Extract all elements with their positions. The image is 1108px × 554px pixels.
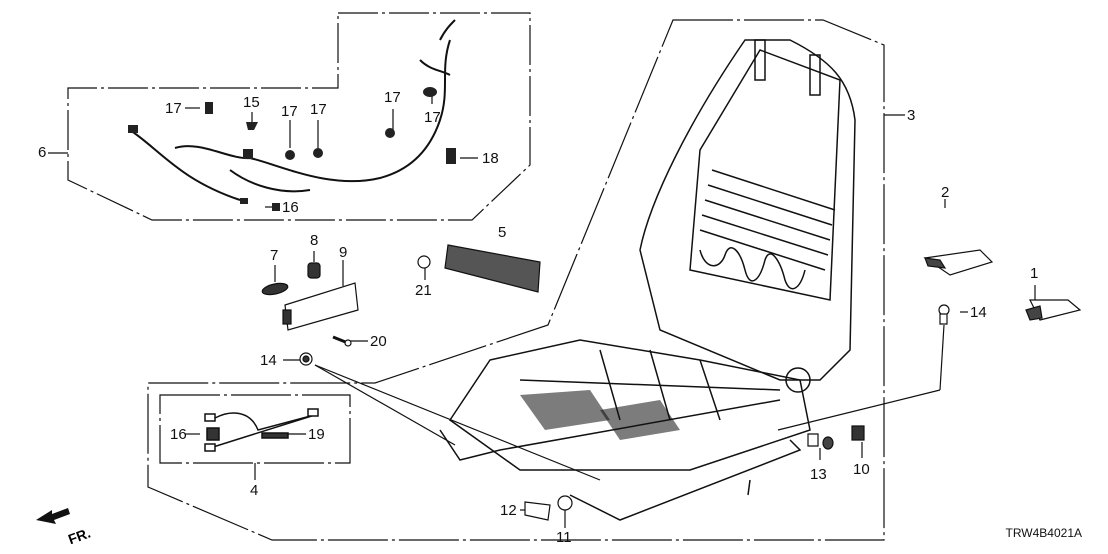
right-parts	[525, 250, 1080, 520]
callout-17-a[interactable]: 17	[165, 100, 182, 117]
callout-11[interactable]: 11	[556, 529, 572, 546]
callout-1[interactable]: 1	[1030, 265, 1039, 282]
callout-10[interactable]: 10	[853, 461, 870, 478]
wire-harness	[130, 20, 455, 200]
callout-17-b[interactable]: 17	[281, 103, 298, 120]
callout-18[interactable]: 18	[482, 150, 499, 167]
group-6-boundary	[68, 13, 530, 220]
callout-17-c[interactable]: 17	[310, 101, 327, 118]
callout-9[interactable]: 9	[339, 244, 348, 261]
callout-16-top[interactable]: 16	[282, 199, 299, 216]
group-3-boundary	[148, 20, 884, 540]
callout-5[interactable]: 5	[498, 224, 507, 241]
callout-6[interactable]: 6	[38, 144, 47, 161]
callout-16-bottom[interactable]: 16	[170, 426, 187, 443]
callout-7[interactable]: 7	[270, 247, 279, 264]
switch-parts	[261, 245, 540, 365]
callout-3[interactable]: 3	[907, 107, 916, 124]
seat-frame	[440, 40, 855, 520]
callout-12[interactable]: 12	[500, 502, 517, 519]
callout-14-left[interactable]: 14	[260, 352, 277, 369]
callout-17-e[interactable]: 17	[424, 109, 441, 126]
callout-20[interactable]: 20	[370, 333, 387, 350]
callout-2[interactable]: 2	[941, 184, 950, 201]
group-4-boundary	[160, 395, 350, 463]
sub-harness	[205, 409, 318, 451]
callout-17-d[interactable]: 17	[384, 89, 401, 106]
harness-clips	[128, 87, 456, 211]
callout-21[interactable]: 21	[415, 282, 432, 299]
callout-19[interactable]: 19	[308, 426, 325, 443]
callout-14-right[interactable]: 14	[970, 304, 987, 321]
front-direction-arrow-icon	[36, 508, 70, 524]
seat-frame-detail	[520, 390, 680, 440]
callout-13[interactable]: 13	[810, 466, 827, 483]
callout-8[interactable]: 8	[310, 232, 319, 249]
callout-4[interactable]: 4	[250, 482, 259, 499]
diagram-code: TRW4B4021A	[1005, 526, 1082, 540]
callout-15[interactable]: 15	[243, 94, 260, 111]
